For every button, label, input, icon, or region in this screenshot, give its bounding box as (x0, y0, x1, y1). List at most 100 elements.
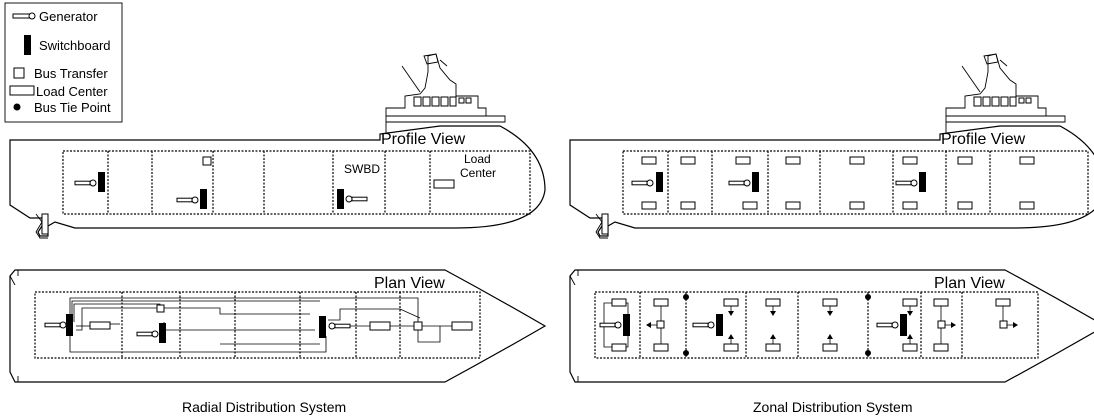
switchboard-icon (66, 314, 73, 336)
generator-icon (728, 179, 751, 187)
arrow-icon (951, 322, 956, 328)
bus-tie-point-icon (683, 350, 689, 356)
legend-generator-icon (12, 12, 36, 20)
switchboard-icon (623, 314, 630, 336)
load-center-icon (1019, 201, 1035, 210)
zonal-profile-zone-frame (622, 150, 1089, 215)
zonal-superstructure (945, 53, 1066, 135)
load-center-icon (611, 343, 627, 352)
arrow-icon (646, 322, 651, 328)
load-center-icon (933, 343, 949, 352)
generator-icon (74, 179, 97, 187)
radial-caption: Radial Distribution System (182, 399, 346, 415)
generator-icon (692, 321, 715, 329)
switchboard-icon (656, 172, 663, 192)
load-center-icon (723, 343, 739, 352)
switchboard-icon (319, 316, 326, 338)
arrow-icon (728, 311, 734, 316)
swbd-label: SWBD (344, 162, 380, 176)
switchboard-icon (900, 314, 907, 336)
load-center-icon (89, 321, 111, 330)
switchboard-icon (337, 189, 344, 209)
switchboard-icon (159, 323, 166, 343)
zonal-profile-view-label: Profile View (941, 131, 1026, 148)
load-center-icon (995, 298, 1011, 307)
generator-icon (176, 196, 199, 204)
load-center-icon (822, 343, 838, 352)
bus-transfer-icon (937, 320, 946, 329)
bus-transfer-icon (202, 156, 212, 166)
arrow-icon (770, 311, 776, 316)
load-center-icon (1019, 156, 1035, 165)
legend-switchboard-label: Switchboard (39, 38, 111, 53)
legend: Generator Switchboard Bus Transfer Load … (4, 2, 123, 123)
load-center-icon (785, 201, 801, 210)
arrow-icon (827, 334, 833, 339)
load-center-icon (680, 201, 696, 210)
generator-icon (895, 179, 918, 187)
generator-icon (876, 321, 899, 329)
generator-icon (631, 179, 654, 187)
load-center-icon (902, 201, 918, 210)
bus-tie-point-icon (683, 294, 689, 300)
radial-profile-view: SWBD Load Center Profile View (9, 53, 546, 239)
generator-icon (345, 195, 368, 203)
radial-superstructure (385, 53, 506, 135)
zonal-diagram: Profile View (569, 53, 1094, 383)
load-center-icon (742, 201, 758, 210)
generator-icon (599, 321, 622, 329)
radial-plan-zone-frame (34, 291, 481, 359)
radial-profile-view-label: Profile View (381, 131, 466, 148)
legend-frame (4, 2, 123, 123)
load-center-icon (641, 156, 657, 165)
load-center-icon (822, 298, 838, 307)
arrow-icon (827, 311, 833, 316)
bus-tie-point-icon (865, 350, 871, 356)
zonal-profile-view: Profile View (569, 53, 1094, 239)
arrow-icon (907, 311, 913, 316)
arrow-icon (770, 334, 776, 339)
generator-icon (328, 322, 351, 330)
legend-load-center-label: Load Center (36, 84, 108, 99)
load-center-label-line1: Load (464, 152, 491, 166)
zonal-plan-zone-frame (594, 291, 1039, 359)
bus-transfer-icon (656, 320, 665, 329)
legend-bus-transfer-icon (13, 67, 25, 79)
arrow-icon (907, 334, 913, 339)
radial-plan-view-label: Plan View (374, 275, 445, 292)
load-center-icon (735, 156, 751, 165)
load-center-icon (611, 298, 627, 307)
legend-generator-label: Generator (39, 9, 98, 24)
load-center-icon (902, 298, 918, 307)
load-center-icon (451, 321, 473, 331)
switchboard-icon (716, 314, 723, 336)
bus-transfer-icon (156, 304, 165, 313)
load-center-icon (653, 343, 669, 352)
radial-plan-view: Plan View (9, 269, 546, 383)
load-center-icon (723, 298, 739, 307)
load-center-icon (765, 298, 781, 307)
load-center-icon (849, 156, 865, 165)
load-center-icon (933, 298, 949, 307)
load-center-icon (902, 343, 918, 352)
switchboard-icon (98, 172, 105, 192)
load-center-icon (765, 343, 781, 352)
zonal-plan-view-label: Plan View (934, 275, 1005, 292)
load-center-icon (433, 179, 455, 189)
legend-bus-tie-point-icon (13, 103, 21, 111)
load-center-icon (641, 201, 657, 210)
load-center-icon (849, 201, 865, 210)
load-center-icon (653, 298, 669, 307)
load-center-icon (680, 156, 696, 165)
switchboard-icon (919, 172, 926, 192)
load-center-icon (957, 201, 973, 210)
zonal-plan-view: Plan View (569, 269, 1094, 383)
arrow-icon (728, 334, 734, 339)
legend-bus-transfer-label: Bus Transfer (34, 66, 108, 81)
zonal-caption: Zonal Distribution System (753, 399, 913, 415)
switchboard-icon (752, 172, 759, 192)
generator-icon (44, 321, 67, 329)
load-center-icon (785, 156, 801, 165)
load-center-icon (369, 321, 391, 331)
